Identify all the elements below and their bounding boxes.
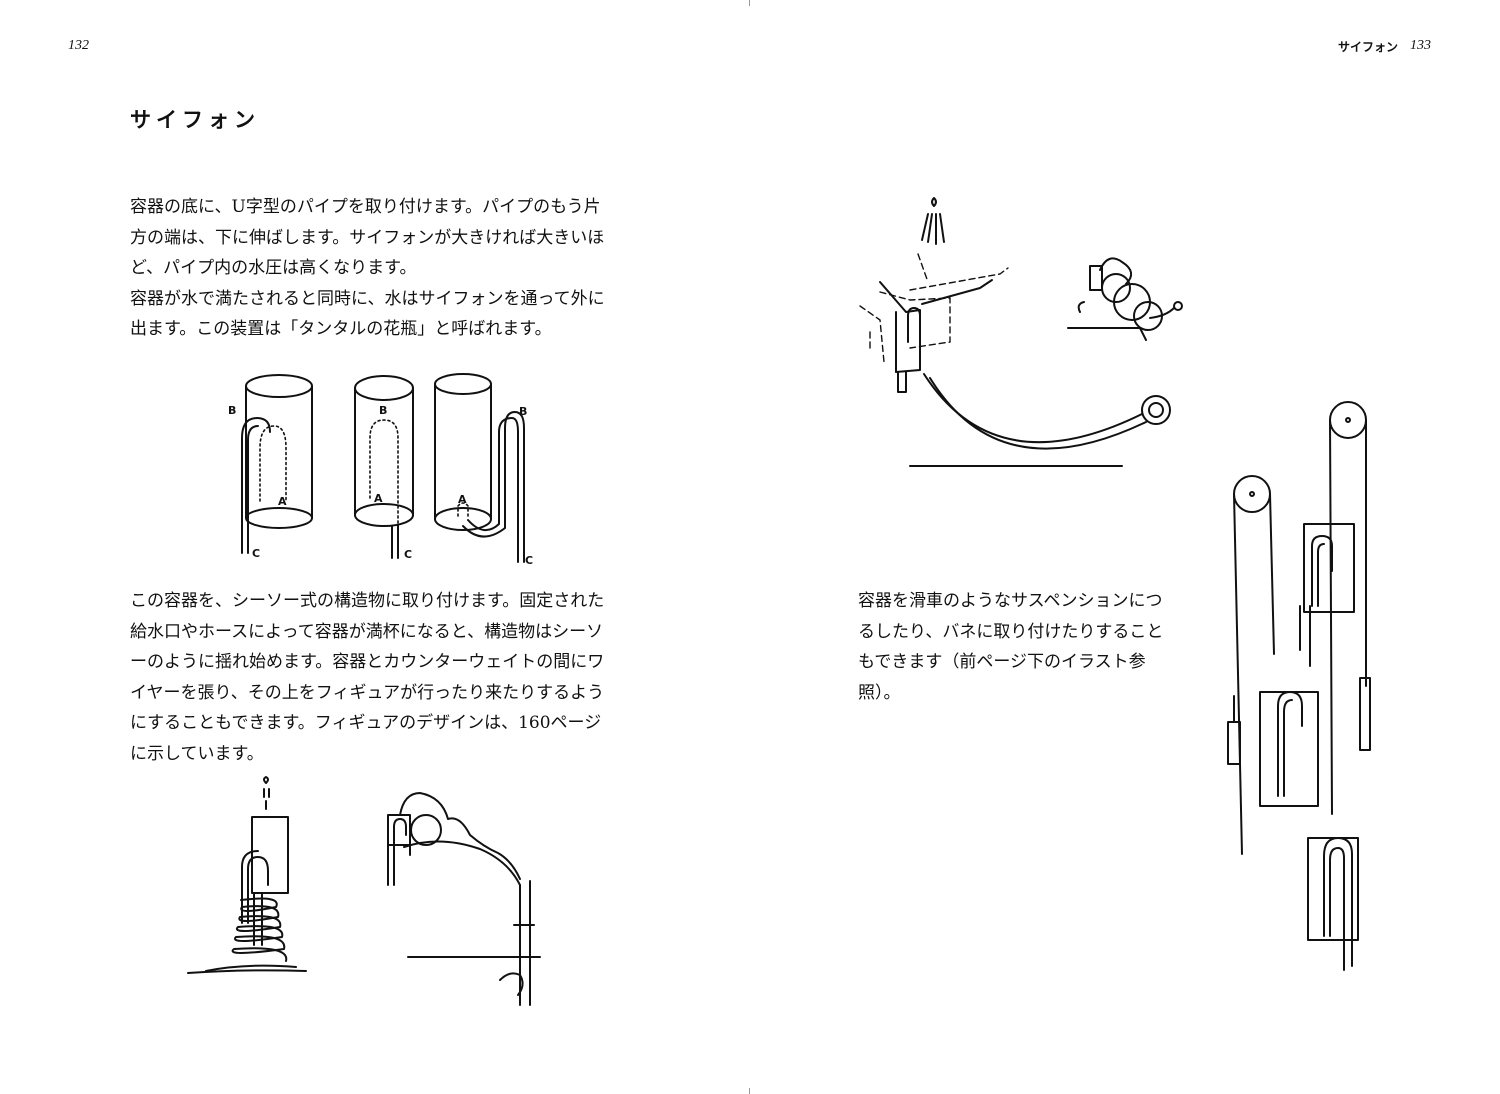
text-line: ど、パイプ内の水圧は高くなります。 — [130, 258, 417, 278]
label-c: C — [404, 548, 412, 561]
intro-paragraph: 容器の底に、U字型のパイプを取り付けます。パイプのもう片 方の端は、下に伸ばしま… — [130, 192, 605, 345]
seesaw-paragraph: この容器を、シーソー式の構造物に取り付けます。固定された 給水口やホースによって… — [130, 586, 604, 769]
text-line: 容器を滑車のようなサスペンションにつ — [858, 591, 1163, 611]
pulley-suspension-illustration — [1227, 401, 1371, 971]
seesaw-structure-illustration — [387, 792, 541, 1006]
text-line: にすることもできます。フィギュアのデザインは、160ページ — [130, 713, 602, 733]
text-line: 給水口やホースによって容器が満杯になると、構造物はシーソ — [130, 621, 604, 642]
cylinder-3: B A C — [434, 373, 533, 567]
label-b: B — [519, 405, 527, 418]
crop-mark-bottom — [749, 1088, 750, 1094]
label-a: A — [374, 492, 383, 505]
label-c: C — [525, 554, 533, 567]
text-line: 照）。 — [858, 682, 901, 703]
cylinder-1: B A C — [228, 374, 313, 560]
label-a: A — [458, 493, 467, 506]
label-b: B — [228, 404, 236, 417]
spring-container-illustration — [187, 776, 307, 974]
cylinder-2: B A C — [354, 375, 414, 561]
siphon-cylinders-illustration: B A C B A C B A C — [228, 373, 533, 567]
label-c: C — [252, 547, 260, 560]
crop-mark-top — [749, 0, 750, 6]
label-b: B — [379, 404, 387, 417]
page-number-right: 133 — [1410, 38, 1431, 53]
suspension-paragraph: 容器を滑車のようなサスペンションにつ るしたり、バネに取り付けたりすること もで… — [858, 586, 1163, 708]
page-title: サイフォン — [130, 108, 260, 132]
text-line: るしたり、バネに取り付けたりすること — [858, 621, 1164, 642]
fountain-hose-illustration — [859, 197, 1183, 467]
page-number-left: 132 — [68, 38, 89, 53]
text-line: イヤーを張り、その上をフィギュアが行ったり来たりするよう — [130, 682, 605, 703]
text-line: もできます（前ページ下のイラスト参 — [858, 652, 1146, 672]
text-line: この容器を、シーソー式の構造物に取り付けます。固定された — [130, 591, 605, 611]
text-line: に示しています。 — [130, 743, 264, 764]
text-line: ーのように揺れ始めます。容器とカウンターウェイトの間にワ — [130, 652, 605, 672]
text-line: 容器の底に、U字型のパイプを取り付けます。パイプのもう片 — [130, 197, 601, 217]
text-line: 方の端は、下に伸ばします。サイフォンが大きければ大きいほ — [130, 227, 605, 248]
label-a: A — [278, 495, 287, 508]
running-head: サイフォン — [1338, 40, 1399, 54]
text-line: 容器が水で満たされると同時に、水はサイフォンを通って外に — [130, 288, 605, 309]
text-line: 出ます。この装置は「タンタルの花瓶」と呼ばれます。 — [130, 319, 552, 339]
